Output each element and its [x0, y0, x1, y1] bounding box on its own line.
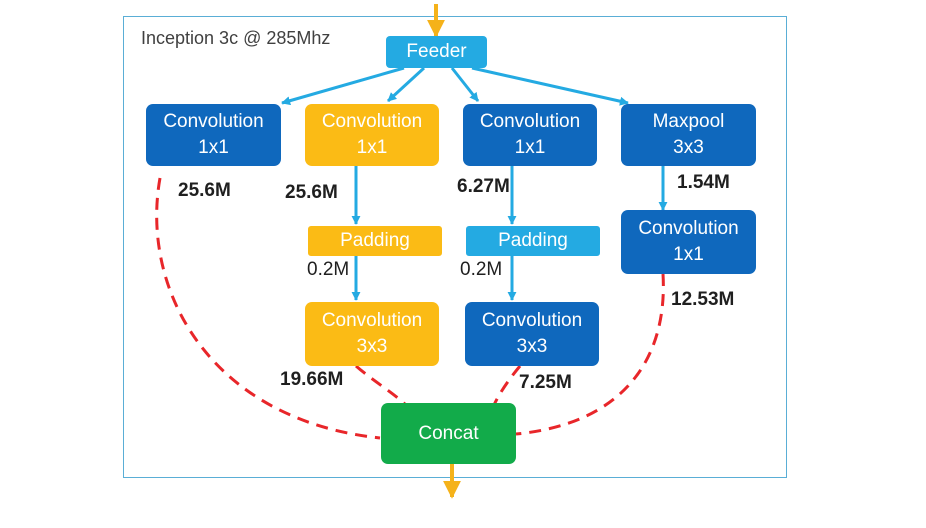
- edge-feeder-conv-b: [386, 66, 426, 103]
- dash-conv-d-concat: [515, 273, 665, 436]
- edge-feeder-conv-c: [450, 67, 480, 102]
- stat-branch-c: 6.27M: [457, 176, 510, 197]
- padding-label: Padding: [498, 230, 568, 251]
- conv-3x3-branch-b: Convolution 3x3: [305, 302, 439, 366]
- conv-1x1-branch-d: Convolution 1x1: [621, 210, 756, 274]
- stat-padding-b: 0.2M: [307, 259, 350, 280]
- padding-label: Padding: [340, 230, 410, 251]
- stat-padding-c: 0.2M: [460, 259, 503, 280]
- node-label: Convolution: [321, 310, 423, 331]
- stat-conv-3x3-b: 19.66M: [280, 369, 344, 390]
- conv-3x3-branch-c: Convolution 3x3: [465, 302, 599, 366]
- diagram-frame: [123, 16, 787, 478]
- node-label: Maxpool: [652, 111, 725, 132]
- stat-branch-d: 1.54M: [677, 172, 730, 193]
- padding-branch-b: Padding: [308, 226, 442, 256]
- stat-conv-1x1-d: 12.53M: [671, 289, 735, 310]
- conv-1x1-branch-b: Convolution 1x1: [305, 104, 439, 166]
- concat-node: Concat: [381, 403, 516, 464]
- node-size: 3x3: [516, 336, 548, 357]
- padding-branch-c: Padding: [466, 226, 600, 256]
- node-label: Convolution: [481, 310, 583, 331]
- node-size: 1x1: [356, 137, 388, 158]
- feeder-node: Feeder: [386, 36, 487, 68]
- stat-branch-a: 25.6M: [178, 180, 231, 201]
- node-size: 1x1: [673, 244, 704, 265]
- dash-conv-a-concat: [155, 177, 381, 440]
- dash-conv-c3-concat: [492, 365, 522, 406]
- node-size: 1x1: [198, 137, 229, 158]
- node-size: 1x1: [514, 137, 546, 158]
- stat-conv-3x3-c: 7.25M: [519, 372, 572, 393]
- conv-1x1-branch-c: Convolution 1x1: [463, 104, 597, 166]
- node-label: Convolution: [321, 111, 423, 132]
- edge-feeder-conv-a: [281, 66, 405, 106]
- node-label: Convolution: [638, 218, 739, 239]
- maxpool-3x3-branch-d: Maxpool 3x3: [621, 104, 756, 166]
- concat-label: Concat: [418, 422, 479, 444]
- node-label: Convolution: [163, 111, 264, 132]
- node-label: Convolution: [479, 111, 581, 132]
- node-size: 3x3: [356, 336, 388, 357]
- conv-1x1-branch-a: Convolution 1x1: [146, 104, 281, 166]
- dash-conv-b3-concat: [355, 364, 408, 407]
- node-size: 3x3: [673, 137, 704, 158]
- diagram-title: Inception 3c @ 285Mhz: [141, 28, 331, 48]
- stat-branch-b: 25.6M: [285, 182, 338, 203]
- edge-feeder-maxpool: [471, 66, 629, 106]
- feeder-label: Feeder: [406, 41, 467, 62]
